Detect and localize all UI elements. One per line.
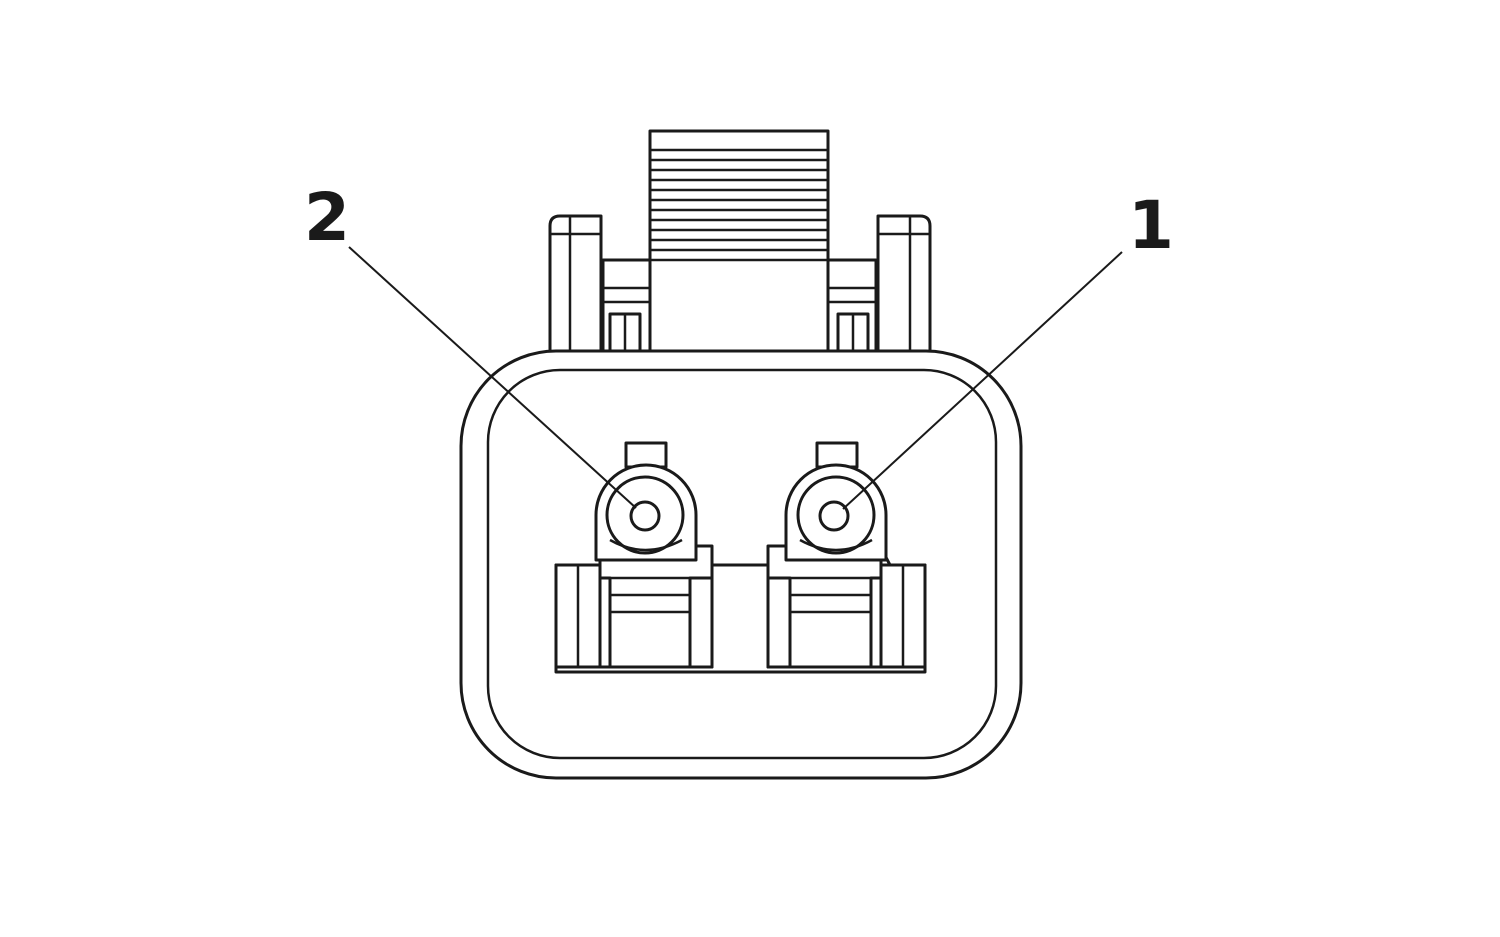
- pin-label-2: 2: [304, 179, 350, 256]
- terminal-cavity: [554, 544, 927, 674]
- terminal-slot-right: [766, 544, 927, 669]
- leader-line-pin-1: [842, 251, 1123, 510]
- terminal-slot-left: [554, 544, 714, 669]
- left-latch: [548, 214, 652, 355]
- pin-label-1: 1: [1128, 187, 1174, 264]
- leader-line-pin-2: [348, 246, 637, 509]
- right-latch: [826, 214, 932, 355]
- pin-2: [594, 441, 698, 562]
- locking-tab: [648, 129, 830, 355]
- pin-1: [784, 441, 888, 562]
